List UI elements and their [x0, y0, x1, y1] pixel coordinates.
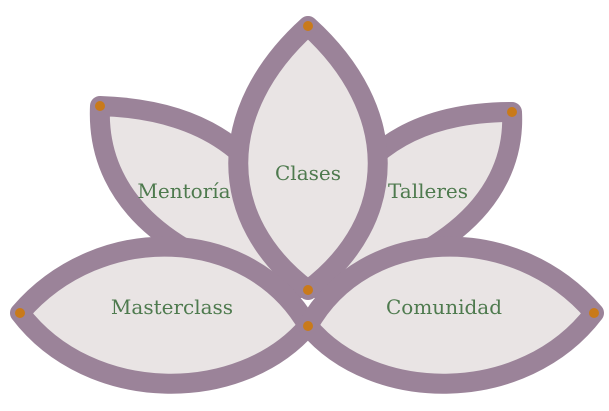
- anchor-dot-right: [589, 308, 599, 318]
- anchor-dot-left: [15, 308, 25, 318]
- label-talleres: Talleres: [388, 179, 468, 203]
- anchor-dot-top-right: [507, 107, 517, 117]
- anchor-dot-top: [303, 21, 313, 31]
- anchor-dot-top-left: [95, 101, 105, 111]
- anchor-dot-center-upper: [303, 285, 313, 295]
- label-masterclass: Masterclass: [111, 295, 233, 319]
- label-mentoria: Mentoría: [137, 179, 230, 203]
- anchor-dot-center-lower: [303, 321, 313, 331]
- petal-clases: [228, 16, 388, 300]
- label-clases: Clases: [275, 161, 341, 185]
- label-comunidad: Comunidad: [386, 295, 502, 319]
